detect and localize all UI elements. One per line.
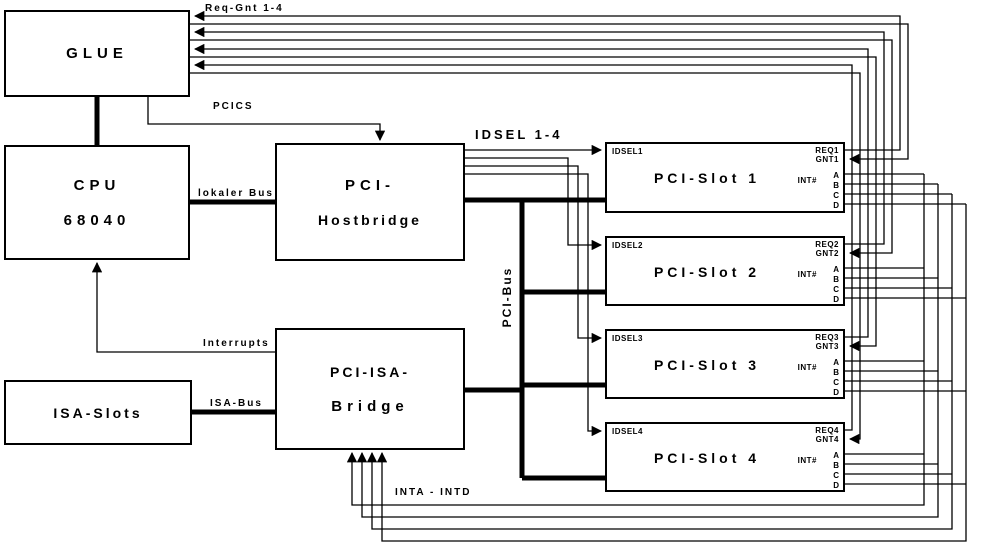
pin-a-label: A	[833, 265, 839, 274]
int-pin-label: INT#	[797, 456, 817, 465]
interrupts-line	[91, 261, 275, 353]
pin-d-label: D	[833, 481, 839, 490]
gnt4-pin-label: GNT4	[815, 435, 839, 444]
isa-bridge-title-line2: Bridge	[331, 397, 409, 415]
req2-pin-label: REQ2	[815, 240, 839, 249]
req4-pin-label: REQ4	[815, 426, 839, 435]
intd-trunk	[376, 204, 967, 542]
pci-hostbridge-block: PCI- Hostbridge	[275, 143, 465, 261]
pci-bus-label: PCI-Bus	[500, 266, 514, 328]
cpu-block: CPU 68040	[4, 145, 190, 260]
idsel3-line	[465, 165, 603, 344]
slot3-int-pins	[845, 360, 966, 392]
glue-block: GLUE	[4, 10, 190, 97]
idsel2-pin-label: IDSEL2	[612, 241, 644, 250]
bus-lines	[94, 97, 605, 481]
gnt2-pin-label: GNT2	[815, 249, 839, 258]
local-bus-label: lokaler Bus	[198, 188, 274, 199]
isa-slots-title: ISA-Slots	[53, 404, 143, 421]
cpu-title: CPU	[73, 176, 121, 194]
gnt3-line	[190, 56, 877, 352]
inta-intd-label: INTA - INTD	[395, 487, 472, 498]
pin-d-label: D	[833, 388, 839, 397]
hostbridge-title-line1: PCI-	[345, 176, 395, 194]
inta-trunk	[346, 174, 925, 506]
slot3-title: PCI-Slot 3	[653, 357, 761, 373]
slot2-title: PCI-Slot 2	[653, 264, 761, 280]
pci-slot-2-block: IDSEL2 REQ2 GNT2 PCI-Slot 2 INT# A B C D	[605, 236, 845, 306]
pin-a-label: A	[833, 451, 839, 460]
int-pin-label: INT#	[797, 176, 817, 185]
pin-c-label: C	[833, 191, 839, 200]
pin-c-label: C	[833, 285, 839, 294]
idsel4-pin-label: IDSEL4	[612, 427, 644, 436]
req1-pin-label: REQ1	[815, 146, 839, 155]
req3-line	[193, 43, 869, 338]
slot1-int-pins	[845, 173, 966, 205]
signal-lines	[91, 10, 967, 542]
pin-c-label: C	[833, 378, 839, 387]
pin-b-label: B	[833, 368, 839, 377]
hostbridge-title-line2: Hostbridge	[318, 211, 422, 228]
pin-d-label: D	[833, 201, 839, 210]
pin-a-label: A	[833, 358, 839, 367]
pci-isa-bridge-block: PCI-ISA- Bridge	[275, 328, 465, 450]
intb-trunk	[356, 184, 939, 518]
pci-slot-3-block: IDSEL3 REQ3 GNT3 PCI-Slot 3 INT# A B C D	[605, 329, 845, 399]
gnt2-line	[190, 39, 893, 259]
req4-line	[193, 59, 853, 431]
req3-pin-label: REQ3	[815, 333, 839, 342]
req2-line	[193, 26, 885, 245]
idsel2-line	[465, 157, 603, 251]
pcics-line	[147, 97, 386, 142]
interrupts-label: Interrupts	[203, 338, 270, 349]
pci-slot-1-block: IDSEL1 REQ1 GNT1 PCI-Slot 1 INT# A B C D	[605, 142, 845, 213]
slot4-title: PCI-Slot 4	[653, 450, 761, 466]
pci-slot-4-block: IDSEL4 REQ4 GNT4 PCI-Slot 4 INT# A B C D	[605, 422, 845, 492]
isa-bus-label: ISA-Bus	[210, 398, 263, 409]
pin-d-label: D	[833, 295, 839, 304]
req-gnt-label: Req-Gnt 1-4	[205, 3, 284, 14]
isa-slots-block: ISA-Slots	[4, 380, 192, 445]
int-pin-label: INT#	[797, 270, 817, 279]
idsel1-pin-label: IDSEL1	[612, 147, 644, 156]
gnt1-pin-label: GNT1	[815, 155, 839, 164]
gnt1-line	[190, 23, 909, 165]
glue-title: GLUE	[66, 45, 128, 62]
idsel-1-4-label: IDSEL 1-4	[475, 127, 563, 142]
int-pin-label: INT#	[797, 363, 817, 372]
pin-b-label: B	[833, 275, 839, 284]
pin-a-label: A	[833, 171, 839, 180]
isa-bridge-title-line1: PCI-ISA-	[330, 363, 410, 380]
pin-c-label: C	[833, 471, 839, 480]
idsel3-pin-label: IDSEL3	[612, 334, 644, 343]
idsel4-line	[465, 173, 603, 437]
slot4-int-pins	[845, 453, 966, 485]
slot2-int-pins	[845, 267, 966, 299]
pcics-label: PCICS	[213, 101, 254, 112]
req1-line	[193, 10, 901, 151]
gnt4-line	[190, 72, 861, 445]
gnt3-pin-label: GNT3	[815, 342, 839, 351]
pin-b-label: B	[833, 181, 839, 190]
slot1-title: PCI-Slot 1	[653, 170, 761, 186]
pin-b-label: B	[833, 461, 839, 470]
intc-trunk	[366, 194, 953, 530]
cpu-subtitle: 68040	[63, 211, 131, 229]
